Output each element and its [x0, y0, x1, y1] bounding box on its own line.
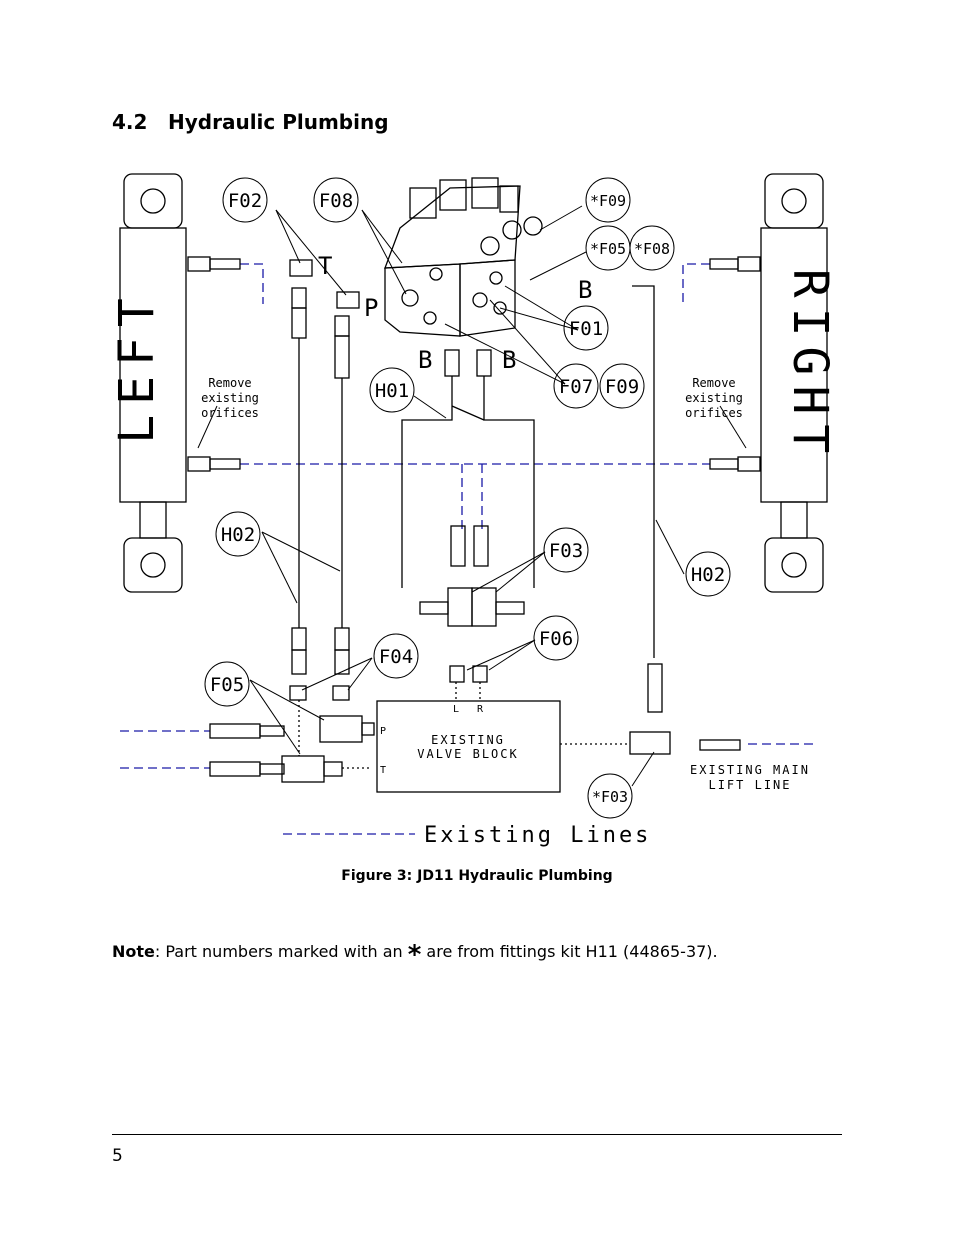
manifold-block: [384, 177, 543, 337]
note-label: Note: [112, 942, 155, 961]
callout-balloons: [204, 177, 731, 819]
left-label: LEFT: [110, 288, 165, 444]
footer-rule: [112, 1134, 842, 1135]
section-title: Hydraulic Plumbing: [168, 110, 389, 134]
valve-block-line2: VALVE BLOCK: [417, 747, 518, 761]
existing-lines: [120, 263, 818, 835]
label-f05-kit: *F05: [590, 240, 626, 258]
remove-orifices-left-3: orifices: [201, 406, 259, 420]
label-f05: F05: [210, 674, 244, 696]
existing-lines-legend: Existing Lines: [424, 823, 651, 848]
leader-lines: [197, 205, 747, 787]
label-valve-p: P: [380, 726, 386, 737]
label-port-p: P: [364, 294, 378, 322]
label-h02-left: H02: [221, 524, 255, 546]
label-port-b-1: B: [418, 346, 432, 374]
label-port-b-2: B: [502, 346, 516, 374]
note-text-before: : Part numbers marked with an: [154, 942, 408, 961]
hose-lines: [289, 259, 741, 755]
label-port-b-right: B: [578, 276, 592, 304]
asterisk-marker: *: [407, 940, 422, 970]
remove-orifices-right-2: existing: [685, 391, 743, 405]
hydraulic-plumbing-figure: LEFT RIGHT: [109, 168, 840, 863]
label-f03: F03: [549, 540, 583, 562]
label-f09: F09: [605, 376, 639, 398]
main-lift-line1: EXISTING MAIN: [690, 763, 810, 777]
note-paragraph: Note: Part numbers marked with an * are …: [112, 934, 718, 970]
valve-connections: [209, 682, 630, 793]
label-f06: F06: [539, 628, 573, 650]
right-label: RIGHT: [782, 269, 838, 464]
label-port-t: T: [318, 252, 332, 280]
existing-valve-block: [376, 700, 561, 793]
label-f04: F04: [379, 646, 413, 668]
label-f01: F01: [569, 318, 603, 340]
label-f07: F07: [559, 376, 593, 398]
label-valve-t: T: [380, 765, 386, 776]
remove-orifices-right-1: Remove: [692, 376, 735, 390]
label-f02: F02: [228, 190, 262, 212]
page-number: 5: [112, 1146, 123, 1166]
remove-orifices-right-3: orifices: [685, 406, 743, 420]
section-heading: 4.2 Hydraulic Plumbing: [112, 110, 389, 134]
label-port-r: R: [477, 704, 484, 715]
note-text-after: are from fittings kit H11 (44865-37).: [421, 942, 718, 961]
label-h02-right: H02: [691, 564, 725, 586]
valve-block-line1: EXISTING: [431, 733, 505, 747]
right-cylinder: [760, 173, 828, 593]
label-h01: H01: [375, 380, 409, 402]
label-f08-kit: *F08: [634, 240, 670, 258]
label-f08: F08: [319, 190, 353, 212]
left-cylinder: [119, 173, 187, 593]
label-f09-kit: *F09: [590, 192, 626, 210]
figure-caption: Figure 3: JD11 Hydraulic Plumbing: [341, 868, 613, 884]
cylinder-fittings: [187, 256, 761, 472]
main-lift-line2: LIFT LINE: [708, 778, 791, 792]
section-number: 4.2: [112, 110, 148, 134]
remove-orifices-left-2: existing: [201, 391, 259, 405]
label-port-l: L: [453, 704, 459, 715]
label-f03-kit: *F03: [592, 788, 628, 806]
remove-orifices-left-1: Remove: [208, 376, 251, 390]
